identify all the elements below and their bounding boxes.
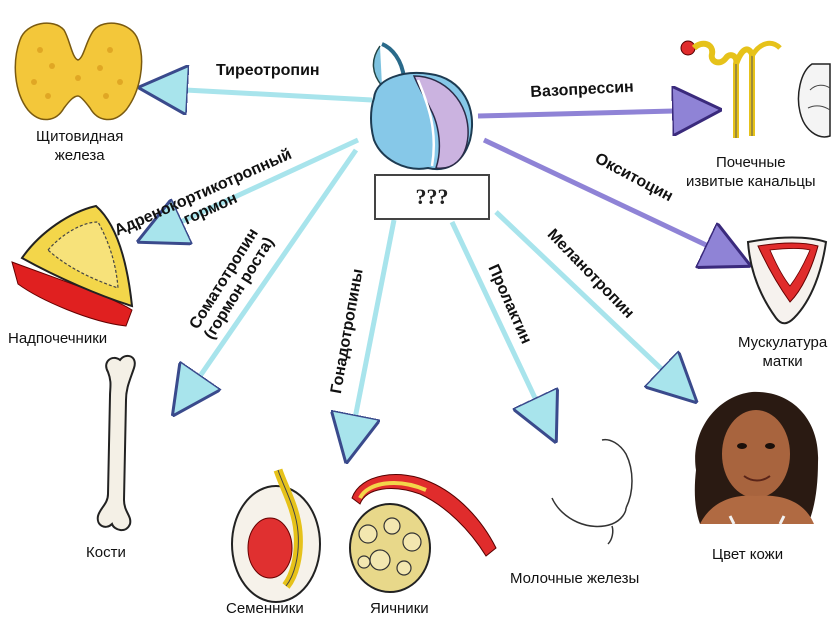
- label-testes: Семенники: [226, 600, 304, 619]
- label-thyroid: Щитовидная железа: [36, 128, 123, 166]
- label-adrenals: Надпочечники: [8, 330, 107, 349]
- label-uterus-line2: матки: [763, 353, 803, 370]
- label-kidney-line1: Почечные: [716, 154, 786, 171]
- bone-illustration: [98, 356, 135, 530]
- label-thyrotropin: Тиреотропин: [216, 62, 320, 80]
- pituitary-gland: [371, 44, 472, 169]
- label-thyroid-line2: железа: [55, 147, 105, 164]
- label-bones: Кости: [86, 544, 126, 563]
- label-ovaries: Яичники: [370, 600, 429, 619]
- label-mammary: Молочные железы: [510, 570, 639, 589]
- unknown-hormone-box: ???: [374, 174, 490, 220]
- arrow-melanotropin: [496, 212, 690, 396]
- breast-illustration: [552, 440, 632, 544]
- label-thyroid-line1: Щитовидная: [36, 128, 123, 145]
- kidney-tubule-illustration: [681, 41, 830, 138]
- woman-portrait: [695, 392, 818, 524]
- label-kidney-line2: извитые канальцы: [686, 173, 816, 190]
- label-skin: Цвет кожи: [712, 546, 783, 565]
- arrow-vasopressin: [478, 110, 712, 116]
- ovary-illustration: [350, 475, 496, 592]
- thyroid-illustration: [15, 23, 141, 119]
- uterus-illustration: [748, 238, 826, 324]
- label-uterus: Мускулатура матки: [738, 334, 827, 372]
- arrow-thyrotropin: [148, 88, 372, 100]
- testis-illustration: [232, 470, 320, 602]
- label-uterus-line1: Мускулатура: [738, 334, 827, 351]
- label-kidney: Почечные извитые канальцы: [686, 154, 816, 192]
